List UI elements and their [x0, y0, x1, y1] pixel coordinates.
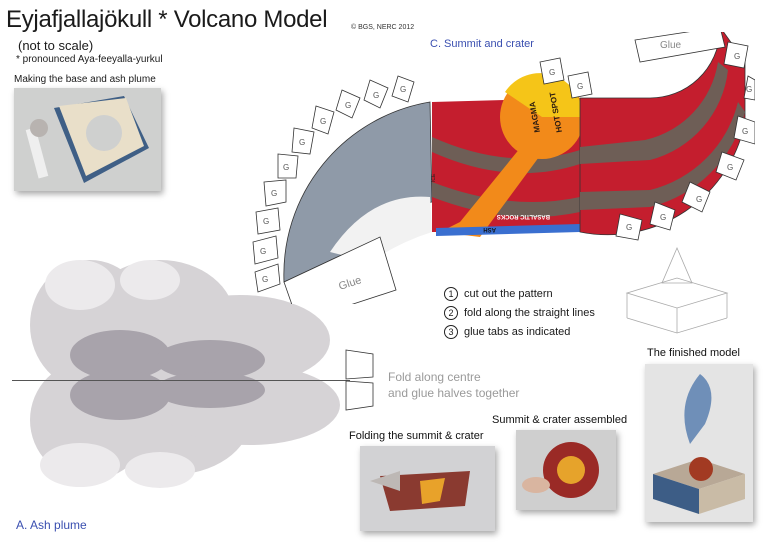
step-text: glue tabs as indicated	[464, 325, 571, 338]
step-1: 1 cut out the pattern	[444, 284, 595, 303]
svg-text:G: G	[283, 163, 289, 172]
step-text: cut out the pattern	[464, 287, 553, 300]
plume-glue-tabs	[345, 349, 374, 411]
svg-text:G: G	[320, 117, 326, 126]
step-number: 3	[444, 324, 458, 339]
step-number: 2	[444, 305, 458, 320]
finished-caption: The finished model	[647, 347, 740, 359]
fold-instructions: Fold along centre and glue halves togeth…	[388, 369, 519, 401]
pronunciation-note: * pronounced Aya-feeyalla-yurkul	[16, 54, 163, 65]
svg-text:G: G	[345, 101, 351, 110]
glue-label-right: Glue	[660, 40, 682, 51]
model-outline-sketch	[625, 246, 729, 334]
svg-text:G: G	[373, 91, 379, 100]
centre-fold-line	[12, 380, 350, 381]
assembled-photo	[516, 430, 616, 510]
basaltic-rocks-text: BASALTIC ROCKS	[497, 213, 550, 219]
step-text: fold along the straight lines	[464, 306, 595, 319]
ash-plume-label: A. Ash plume	[16, 518, 87, 532]
ash-plume-half-pattern	[10, 225, 352, 520]
svg-text:G: G	[260, 247, 266, 256]
summit-crater-pattern: Glue MAGMA HOT SPOT BASALTIC ROCKS ASH I…	[250, 25, 756, 323]
svg-text:G: G	[742, 127, 748, 136]
svg-text:G: G	[263, 217, 269, 226]
svg-text:G: G	[734, 52, 740, 61]
svg-text:G: G	[696, 195, 702, 204]
svg-text:G: G	[271, 189, 277, 198]
base-photo	[14, 88, 161, 191]
folding-caption: Folding the summit & crater	[349, 430, 484, 442]
ice-text: ICE	[431, 173, 437, 182]
svg-text:G: G	[549, 68, 555, 77]
svg-text:G: G	[299, 138, 305, 147]
page-title: Eyjafjallajökull * Volcano Model	[6, 6, 328, 33]
assembled-caption: Summit & crater assembled	[492, 414, 628, 426]
fold-instruction-line-1: Fold along centre	[388, 370, 481, 384]
fold-instruction-line-2: and glue halves together	[388, 386, 520, 400]
step-2: 2 fold along the straight lines	[444, 303, 595, 322]
step-number: 1	[444, 286, 458, 301]
step-3: 3 glue tabs as indicated	[444, 322, 595, 341]
summit-crater-label: C. Summit and crater	[430, 38, 534, 50]
finished-model-photo	[645, 364, 753, 522]
svg-text:G: G	[626, 223, 632, 232]
assembly-steps: 1 cut out the pattern 2 fold along the s…	[444, 284, 595, 341]
copyright-notice: © BGS, NERC 2012	[351, 24, 415, 31]
svg-text:G: G	[400, 85, 406, 94]
svg-text:G: G	[727, 163, 733, 172]
ash-layer-text: ASH	[483, 226, 496, 232]
svg-text:G: G	[746, 85, 752, 94]
svg-text:G: G	[262, 275, 268, 284]
making-base-caption: Making the base and ash plume	[14, 74, 156, 85]
svg-text:G: G	[577, 82, 583, 91]
folding-photo	[360, 446, 495, 531]
page-subtitle: (not to scale)	[18, 38, 94, 53]
svg-text:G: G	[660, 213, 666, 222]
